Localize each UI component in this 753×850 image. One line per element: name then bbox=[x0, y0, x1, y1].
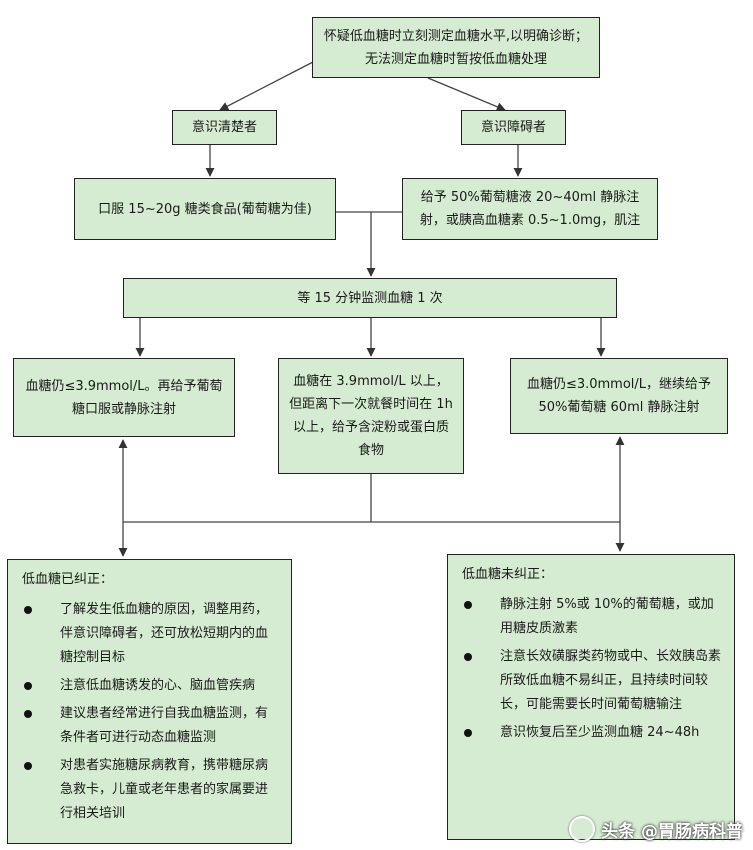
uncorrected-item-text: 意识恢复后至少监测血糖 24~48h bbox=[500, 725, 700, 740]
list-item: 意识恢复后至少监测血糖 24~48h bbox=[462, 721, 722, 745]
conscious-text: 意识清楚者 bbox=[191, 120, 257, 135]
list-item: 对患者实施糖尿病教育，携带糖尿病急救卡，儿童或老年患者的家属要进行相关培训 bbox=[22, 754, 279, 826]
bullet-icon bbox=[24, 682, 32, 690]
center-result-text: 血糖在 3.9mmol/L 以上，但距离下一次就餐时间在 1h 以上，给予含淀粉… bbox=[289, 374, 453, 458]
impaired-box: 意识障碍者 bbox=[461, 110, 566, 145]
uncorrected-title: 低血糖未纠正： bbox=[462, 567, 554, 582]
right-result-text: 血糖仍≤3.0mmol/L，继续给予 50%葡萄糖 60ml 静脉注射 bbox=[526, 377, 712, 415]
top-text: 怀疑低血糖时立刻测定血糖水平,以明确诊断；无法测定血糖时暂按低血糖处理 bbox=[323, 28, 589, 67]
arrow-top-to-impaired bbox=[427, 77, 506, 112]
uncorrected-item-text: 静脉注射 5%或 10%的葡萄糖，或加用糖皮质激素 bbox=[500, 597, 714, 636]
corrected-item-text: 了解发生低血糖的原因，调整用药，伴意识障碍者，还可放松短期内的血糖控制目标 bbox=[60, 602, 269, 665]
watermark: 头条 @胃肠病科普 bbox=[569, 816, 743, 842]
list-item: 建议患者经常进行自我血糖监测，有条件者可进行动态血糖监测 bbox=[22, 702, 279, 750]
corrected-panel: 低血糖已纠正： 了解发生低血糖的原因，调整用药，伴意识障碍者，还可放松短期内的血… bbox=[7, 559, 292, 844]
uncorrected-item-text: 注意长效磺脲类药物或中、长效胰岛素所致低血糖不易纠正，且持续时间较长，可能需要长… bbox=[500, 649, 722, 712]
list-item: 注意长效磺脲类药物或中、长效胰岛素所致低血糖不易纠正，且持续时间较长，可能需要长… bbox=[462, 645, 722, 717]
left-result-text: 血糖仍≤3.9mmol/L。再给予葡萄糖口服或静脉注射 bbox=[25, 378, 223, 417]
iv-text: 给予 50%葡萄糖液 20~40ml 静脉注射，或胰高血糖素 0.5~1.0mg… bbox=[419, 190, 641, 228]
impaired-text: 意识障碍者 bbox=[480, 120, 546, 135]
corrected-list: 了解发生低血糖的原因，调整用药，伴意识障碍者，还可放松短期内的血糖控制目标 注意… bbox=[22, 598, 279, 826]
right-result-box: 血糖仍≤3.0mmol/L，继续给予 50%葡萄糖 60ml 静脉注射 bbox=[510, 358, 728, 434]
corrected-title: 低血糖已纠正： bbox=[22, 572, 114, 587]
list-item: 静脉注射 5%或 10%的葡萄糖，或加用糖皮质激素 bbox=[462, 593, 722, 641]
bullet-icon bbox=[24, 710, 32, 718]
conscious-box: 意识清楚者 bbox=[172, 110, 277, 145]
uncorrected-list: 静脉注射 5%或 10%的葡萄糖，或加用糖皮质激素 注意长效磺脲类药物或中、长效… bbox=[462, 593, 722, 745]
corrected-item-text: 建议患者经常进行自我血糖监测，有条件者可进行动态血糖监测 bbox=[60, 706, 269, 745]
list-item: 注意低血糖诱发的心、脑血管疾病 bbox=[22, 674, 279, 698]
bullet-icon bbox=[24, 606, 32, 614]
monitor-text: 等 15 分钟监测血糖 1 次 bbox=[297, 290, 443, 306]
bullet-icon bbox=[464, 601, 472, 609]
watermark-logo-icon bbox=[569, 816, 596, 842]
uncorrected-panel: 低血糖未纠正： 静脉注射 5%或 10%的葡萄糖，或加用糖皮质激素 注意长效磺脲… bbox=[447, 554, 735, 840]
left-result-box: 血糖仍≤3.9mmol/L。再给予葡萄糖口服或静脉注射 bbox=[13, 358, 235, 437]
center-result-box: 血糖在 3.9mmol/L 以上，但距离下一次就餐时间在 1h 以上，给予含淀粉… bbox=[278, 358, 464, 474]
watermark-text: 头条 @胃肠病科普 bbox=[601, 821, 743, 842]
corrected-item-text: 注意低血糖诱发的心、脑血管疾病 bbox=[60, 678, 256, 693]
iv-box: 给予 50%葡萄糖液 20~40ml 静脉注射，或胰高血糖素 0.5~1.0mg… bbox=[402, 178, 658, 240]
monitor-box: 等 15 分钟监测血糖 1 次 bbox=[123, 278, 617, 318]
arrow-top-to-conscious bbox=[219, 61, 314, 111]
oral-text: 口服 15~20g 糖类食品(葡萄糖为佳) bbox=[98, 201, 312, 217]
list-item: 了解发生低血糖的原因，调整用药，伴意识障碍者，还可放松短期内的血糖控制目标 bbox=[22, 598, 279, 670]
bullet-icon bbox=[464, 729, 472, 737]
bullet-icon bbox=[24, 762, 32, 770]
oral-box: 口服 15~20g 糖类食品(葡萄糖为佳) bbox=[74, 178, 336, 240]
corrected-item-text: 对患者实施糖尿病教育，携带糖尿病急救卡，儿童或老年患者的家属要进行相关培训 bbox=[60, 758, 269, 821]
bullet-icon bbox=[464, 653, 472, 661]
top-box: 怀疑低血糖时立刻测定血糖水平,以明确诊断；无法测定血糖时暂按低血糖处理 bbox=[312, 17, 600, 78]
